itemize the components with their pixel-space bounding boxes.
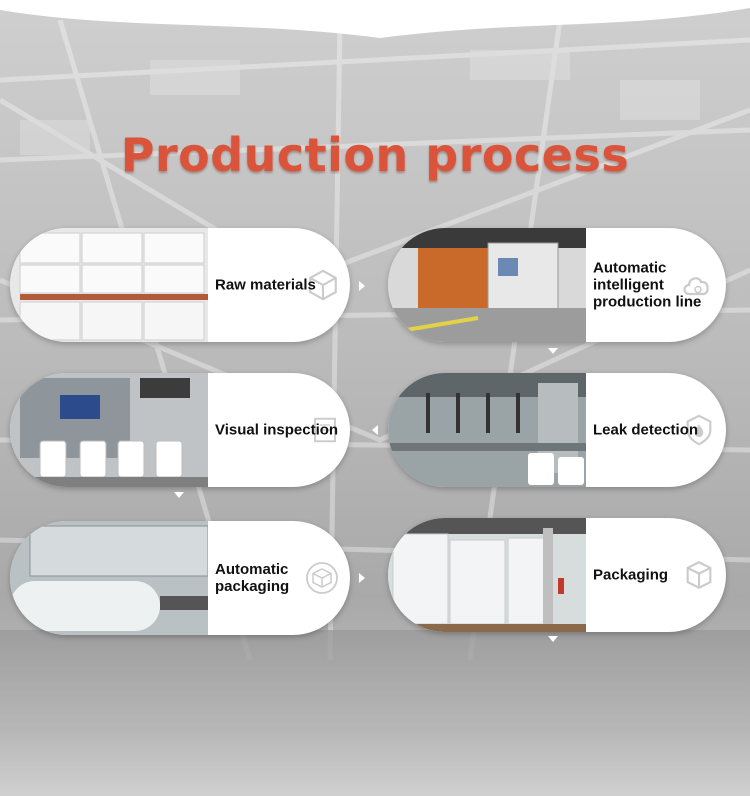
step-card-production-line: Automatic intelligent production line [388, 228, 726, 342]
arrow-down-icon [548, 636, 558, 642]
automatic-packaging-photo [10, 521, 208, 635]
box-icon [309, 269, 337, 301]
arrow-down-icon [174, 492, 184, 498]
step-card-raw-materials: Raw materials [10, 228, 350, 342]
page-title: Production process [120, 128, 630, 182]
step-label: Automatic intelligent production line [593, 259, 702, 311]
step-label: Raw materials [215, 276, 316, 294]
top-wave [0, 0, 750, 38]
packaging-photo [388, 518, 586, 632]
step-label: Visual inspection [215, 421, 339, 439]
arrow-right-icon [359, 573, 365, 583]
step-card-packaging: Packaging [388, 518, 726, 632]
step-card-leak-detection: Leak detection [388, 373, 726, 487]
leak-detection-photo [388, 373, 586, 487]
arrow-down-icon [548, 348, 558, 354]
step-label: Packaging [593, 566, 669, 584]
arrow-right-icon [359, 281, 365, 291]
arrow-left-icon [372, 425, 378, 435]
raw-materials-photo [10, 228, 208, 342]
step-label: Automatic packaging [215, 561, 290, 595]
step-card-automatic-packaging: Automatic packaging [10, 521, 350, 635]
step-card-visual-inspection: Visual inspection [10, 373, 350, 487]
cloud-gear-icon [683, 277, 709, 296]
water-shield-icon [686, 414, 712, 446]
step-label: Leak detection [593, 421, 699, 439]
production-line-photo [388, 228, 586, 342]
document-icon [314, 417, 336, 443]
factory-floor-background [0, 630, 750, 796]
package-icon [686, 561, 712, 589]
package-icon [306, 562, 338, 594]
visual-inspection-photo [10, 373, 208, 487]
